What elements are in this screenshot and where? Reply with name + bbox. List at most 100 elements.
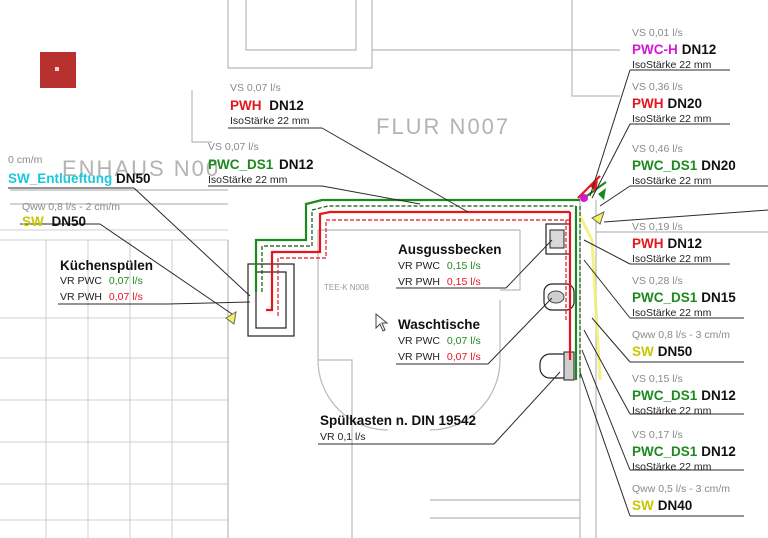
right-label-iso: IsoStärke 22 mm bbox=[632, 307, 712, 319]
right-label-flow: Qww 0,8 l/s - 3 cm/m bbox=[632, 329, 730, 341]
right-label-dn: DN40 bbox=[658, 498, 693, 513]
label-top-pwc[interactable]: VS 0,07 l/s PWC_DS1 DN12 IsoStärke 22 mm bbox=[208, 141, 314, 186]
label-top-pwc-medium: PWC_DS1 bbox=[208, 157, 274, 172]
label-top-pwh-medium: PWH bbox=[230, 98, 262, 113]
ausguss-pwc-value: 0,15 l/s bbox=[447, 260, 481, 272]
wasch-pwh-label: VR PWH bbox=[398, 351, 440, 363]
label-spuelkasten[interactable]: Spülkasten n. DIN 19542 VR 0,1 l/s bbox=[320, 413, 476, 443]
pipe-network bbox=[254, 175, 607, 381]
right-label-dn: DN15 bbox=[701, 290, 736, 305]
right-label-flow: VS 0,46 l/s bbox=[632, 143, 683, 155]
wasch-pwc-label: VR PWC bbox=[398, 335, 440, 347]
label-sw-left[interactable]: Qww 0,8 l/s - 2 cm/m SW DN50 bbox=[22, 201, 120, 229]
room-label-flur: FLUR N007 bbox=[376, 114, 510, 139]
ausguss-pwh-label: VR PWH bbox=[398, 276, 440, 288]
right-label-flow: VS 0,17 l/s bbox=[632, 429, 683, 441]
ausguss-pwh-value: 0,15 l/s bbox=[447, 276, 481, 288]
svg-text:SW_Entlueftung DN50: SW_Entlueftung DN50 bbox=[8, 171, 151, 186]
svg-text:VR PWH 0,07 l/s: VR PWH 0,07 l/s bbox=[60, 291, 143, 303]
ausguss-pwc-label: VR PWC bbox=[398, 260, 440, 272]
drain-arrow-right-icon bbox=[591, 211, 605, 225]
label-top-pwc-iso: IsoStärke 22 mm bbox=[208, 174, 288, 186]
kuechen-title: Küchenspülen bbox=[60, 258, 153, 273]
label-sw-left-medium: SW bbox=[22, 214, 44, 229]
right-label-medium: SW bbox=[632, 344, 654, 359]
right-label-medium: PWH bbox=[632, 236, 664, 251]
right-label-flow: VS 0,28 l/s bbox=[632, 275, 683, 287]
label-top-pwh-dn: DN12 bbox=[269, 98, 304, 113]
right-label-dn: DN12 bbox=[701, 444, 736, 459]
right-label-medium: PWC-H bbox=[632, 42, 678, 57]
room-label-tee: TEE-K N008 bbox=[324, 283, 369, 292]
kuechen-pwc-value: 0,07 l/s bbox=[109, 275, 143, 287]
wasch-title: Waschtische bbox=[398, 317, 481, 332]
ausguss-title: Ausgussbecken bbox=[398, 242, 502, 257]
mouse-cursor-icon bbox=[375, 312, 389, 332]
right-label-medium: PWC_DS1 bbox=[632, 290, 698, 305]
right-label-medium: PWC_DS1 bbox=[632, 444, 698, 459]
drain-arrow-left-icon bbox=[225, 311, 237, 325]
kuechen-pwc-label: VR PWC bbox=[60, 275, 102, 287]
label-waschtische[interactable]: Waschtische VR PWC 0,07 l/s VR PWH 0,07 … bbox=[398, 317, 481, 363]
label-sw-entlueftung[interactable]: 0 cm/m SW_Entlueftung DN50 bbox=[8, 154, 151, 186]
svg-text:VR PWC 0,15 l/s: VR PWC 0,15 l/s bbox=[398, 260, 481, 272]
kuechen-pwh-value: 0,07 l/s bbox=[109, 291, 143, 303]
room-label-haus: ENHAUS N00 bbox=[62, 156, 220, 181]
svg-text:SW DN50: SW DN50 bbox=[22, 214, 86, 229]
svg-text:VR PWC 0,07 l/s: VR PWC 0,07 l/s bbox=[60, 275, 143, 287]
right-label-iso: IsoStärke 22 mm bbox=[632, 175, 712, 187]
label-sw-entl-flow: 0 cm/m bbox=[8, 154, 43, 166]
svg-text:PWH DN12: PWH DN12 bbox=[230, 98, 304, 113]
pwh-arrow-icon bbox=[590, 180, 598, 192]
right-label-medium: PWH bbox=[632, 96, 664, 111]
right-label-dn: DN20 bbox=[701, 158, 736, 173]
right-label-iso: IsoStärke 22 mm bbox=[632, 59, 712, 71]
svg-text:VR PWH 0,07 l/s: VR PWH 0,07 l/s bbox=[398, 351, 481, 363]
right-label-flow: VS 0,01 l/s bbox=[632, 27, 683, 39]
right-label-iso: IsoStärke 22 mm bbox=[632, 461, 712, 473]
right-label-dn: DN12 bbox=[682, 42, 717, 57]
red-marker-dot bbox=[55, 67, 59, 71]
wasch-pwh-value: 0,07 l/s bbox=[447, 351, 481, 363]
right-label-flow: Qww 0,5 l/s - 3 cm/m bbox=[632, 483, 730, 495]
washbasin-fixture[interactable] bbox=[543, 283, 575, 311]
svg-text:PWC_DS1 DN12: PWC_DS1 DN12 bbox=[208, 157, 314, 172]
right-label-title: PWH DN12 bbox=[632, 236, 702, 251]
label-sw-entl-dn: DN50 bbox=[116, 171, 151, 186]
label-sw-left-flow: Qww 0,8 l/s - 2 cm/m bbox=[22, 201, 120, 213]
label-top-pwh[interactable]: VS 0,07 l/s PWH DN12 IsoStärke 22 mm bbox=[230, 82, 310, 127]
label-kuechenspuelen[interactable]: Küchenspülen VR PWC 0,07 l/s VR PWH 0,07… bbox=[60, 258, 153, 303]
pwch-connection-icon bbox=[580, 194, 588, 202]
label-top-pwc-flow: VS 0,07 l/s bbox=[208, 141, 259, 153]
pwc-arrow-icon bbox=[598, 188, 606, 200]
svg-text:VR PWH 0,15 l/s: VR PWH 0,15 l/s bbox=[398, 276, 481, 288]
right-label-flow: VS 0,19 l/s bbox=[632, 221, 683, 233]
right-label-dn: DN12 bbox=[701, 388, 736, 403]
label-ausgussbecken[interactable]: Ausgussbecken VR PWC 0,15 l/s VR PWH 0,1… bbox=[398, 242, 502, 288]
right-label-dn: DN12 bbox=[668, 236, 703, 251]
right-label-flow: VS 0,36 l/s bbox=[632, 81, 683, 93]
kuechen-pwh-label: VR PWH bbox=[60, 291, 102, 303]
right-label-title: PWC-H DN12 bbox=[632, 42, 716, 57]
label-sw-entl-medium: SW_Entlueftung bbox=[8, 171, 112, 186]
right-label-medium: PWC_DS1 bbox=[632, 158, 698, 173]
svg-text:VR PWC 0,07 l/s: VR PWC 0,07 l/s bbox=[398, 335, 481, 347]
label-top-pwh-iso: IsoStärke 22 mm bbox=[230, 115, 310, 127]
